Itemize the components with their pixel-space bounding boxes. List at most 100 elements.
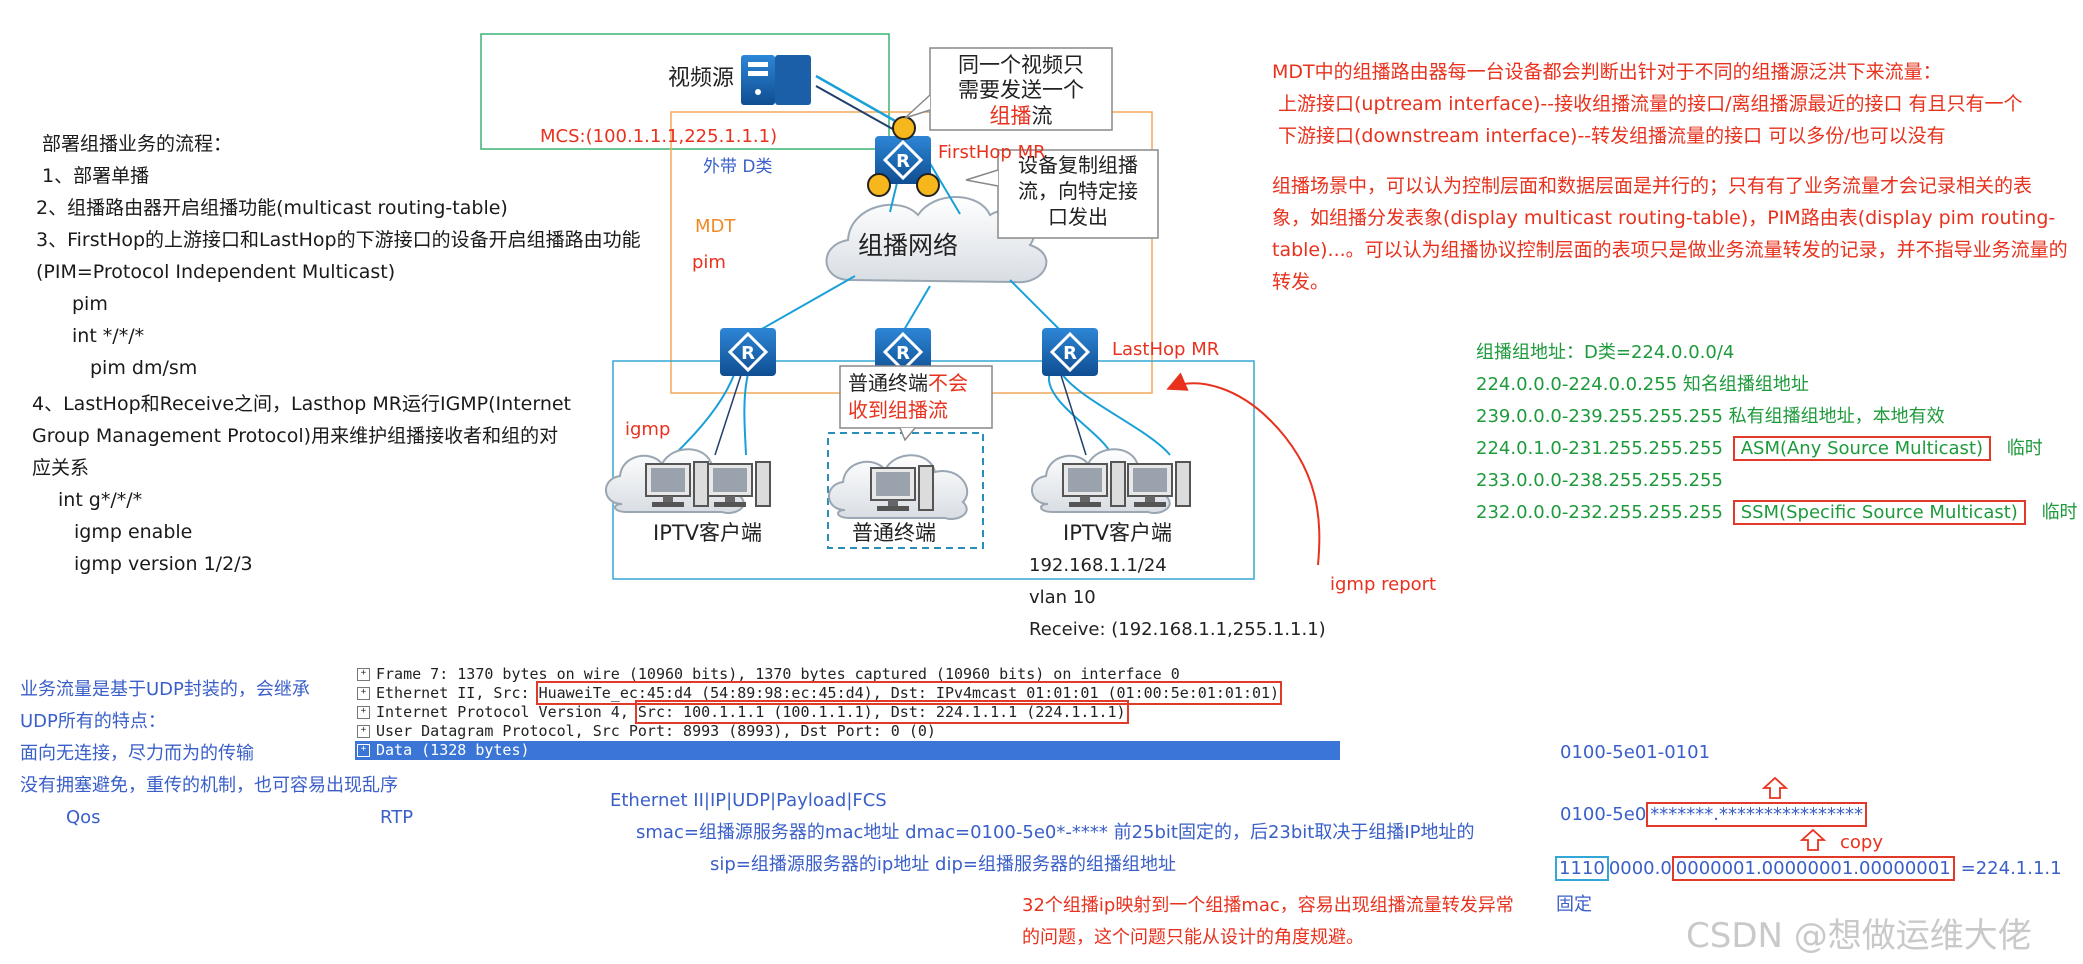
pim-label: pim bbox=[692, 252, 726, 273]
step-line: igmp enable bbox=[74, 521, 193, 543]
step-line: int */*/* bbox=[72, 325, 145, 347]
up-arrow-icon bbox=[1800, 828, 1826, 851]
interface-dots bbox=[867, 116, 940, 197]
expand-icon: + bbox=[357, 725, 370, 738]
frame-smac-line: smac=组播源服务器的mac地址 dmac=0100-5e0*-**** 前2… bbox=[636, 822, 1475, 843]
iptv-right-clients bbox=[1030, 448, 1191, 515]
mdt-label: MDT bbox=[695, 216, 736, 237]
step-line: igmp version 1/2/3 bbox=[74, 553, 253, 575]
lasthop-label: LastHop MR bbox=[1112, 339, 1219, 360]
iptv-left-label: IPTV客户端 bbox=[653, 521, 762, 545]
addr-line: 239.0.0.0-239.255.255.255 私有组播组地址，本地有效 bbox=[1476, 406, 1945, 427]
svg-text:流，向特定接: 流，向特定接 bbox=[1018, 179, 1138, 203]
mdt-para-line: 组播场景中，可以认为控制层面和数据层面是并行的；只有有了业务流量才会记录相关的表 bbox=[1272, 175, 2033, 197]
video-source-label: 视频源 bbox=[668, 66, 734, 91]
frame-format: Ethernet II|IP|UDP|Payload|FCS bbox=[610, 790, 887, 811]
warn-line: 32个组播ip映射到一个组播mac，容易出现组播流量转发异常 bbox=[1022, 895, 1514, 916]
copy-label: copy bbox=[1840, 832, 1883, 853]
mdt-para-line: 转发。 bbox=[1272, 271, 1330, 293]
ssm-box: SSM(Specific Source Multicast) bbox=[1732, 500, 2026, 525]
step-line: 3、FirstHop的上游接口和LastHop的下游接口的设备开启组播路由功能 bbox=[36, 229, 641, 251]
expand-icon: + bbox=[357, 687, 370, 700]
video-server-icon bbox=[741, 55, 811, 105]
step-line: pim bbox=[72, 293, 108, 315]
normal-terminal-label: 普通终端 bbox=[852, 521, 936, 545]
expand-icon: + bbox=[357, 668, 370, 681]
mac-pattern: 0100-5e0*******.**************** bbox=[1560, 800, 1868, 830]
callout-single-stream bbox=[904, 47, 1113, 131]
packet-row-ip[interactable]: +Internet Protocol Version 4, Src: 100.1… bbox=[355, 700, 1340, 724]
warn-line: 的问题，这个问题只能从设计的角度规避。 bbox=[1022, 927, 1364, 948]
step-line: (PIM=Protocol Independent Multicast) bbox=[36, 261, 396, 283]
mdt-note-line3: 下游接口(downstream interface)--转发组播流量的接口 可以… bbox=[1278, 125, 1946, 147]
addr-line: 224.0.0.0-224.0.0.255 知名组播组地址 bbox=[1476, 374, 1809, 395]
step-line: 应关系 bbox=[32, 457, 90, 479]
mac-example: 0100-5e01-0101 bbox=[1560, 742, 1711, 763]
svg-text:组播流: 组播流 bbox=[990, 104, 1053, 128]
mcs-label: MCS:(100.1.1.1,225.1.1.1) bbox=[540, 126, 777, 147]
igmp-report-label: igmp report bbox=[1330, 574, 1436, 595]
qos-label: Qos bbox=[66, 807, 101, 828]
router-letter: R bbox=[741, 343, 755, 364]
router-letter: R bbox=[896, 151, 910, 172]
mac-pattern-box: *******.**************** bbox=[1646, 802, 1868, 827]
step-line: Group Management Protocol)用来维护组播接收者和组的对 bbox=[32, 425, 559, 447]
packet-row-frame[interactable]: +Frame 7: 1370 bytes on wire (10960 bits… bbox=[355, 665, 1340, 684]
source-area-box bbox=[480, 33, 890, 150]
multicast-network-cloud-icon bbox=[825, 196, 1048, 284]
svg-text:同一个视频只: 同一个视频只 bbox=[958, 53, 1084, 77]
expand-icon: + bbox=[357, 744, 370, 757]
svg-text:需要发送一个: 需要发送一个 bbox=[958, 78, 1084, 102]
svg-text:普通终端不会: 普通终端不会 bbox=[848, 371, 968, 395]
mdt-note-line1: MDT中的组播路由器每一台设备都会判断出针对于不同的组播源泛洪下来流量： bbox=[1272, 61, 1942, 83]
steps-title: 部署组播业务的流程： bbox=[42, 133, 233, 155]
frame-sip-line: sip=组播源服务器的ip地址 dip=组播服务器的组播组地址 bbox=[710, 854, 1176, 875]
up-arrow-icon bbox=[1762, 776, 1788, 799]
svg-text:口发出: 口发出 bbox=[1048, 205, 1108, 229]
addr-line-asm: 224.0.1.0-231.255.255.255 ASM(Any Source… bbox=[1476, 436, 2043, 461]
callout-copy-stream bbox=[965, 149, 1159, 239]
callout-normal-terminal bbox=[839, 365, 993, 442]
firsthop-label: FirstHop MR bbox=[938, 142, 1046, 163]
mdt-para-line: 象，如组播分发表象(display multicast routing-tabl… bbox=[1272, 207, 2056, 229]
watermark: CSDN @想做运维大佬 bbox=[1686, 916, 2032, 956]
ip-highlight: Src: 100.1.1.1 (100.1.1.1), Dst: 224.1.1… bbox=[634, 700, 1129, 724]
rtp-label: RTP bbox=[380, 807, 414, 828]
eth-highlight: HuaweiTe_ec:45:d4 (54:89:98:ec:45:d4), D… bbox=[535, 681, 1283, 705]
step-line: int g*/*/* bbox=[58, 489, 143, 511]
packet-row-udp[interactable]: +User Datagram Protocol, Src Port: 8993 … bbox=[355, 722, 1340, 741]
mapped-bits-box: 0000001.00000001.00000001 bbox=[1671, 856, 1955, 881]
packet-row-ethernet[interactable]: +Ethernet II, Src: HuaweiTe_ec:45:d4 (54… bbox=[355, 681, 1340, 705]
receiver-ip-label: 192.168.1.1/24 bbox=[1029, 555, 1167, 576]
cloud-label: 组播网络 bbox=[858, 231, 958, 260]
mdt-note-line2: 上游接口(uptream interface)--接收组播流量的接口/离组播源最… bbox=[1278, 93, 2023, 115]
receive-label: Receive: (192.168.1.1,255.1.1.1) bbox=[1029, 619, 1326, 640]
addr-line-ssm: 232.0.0.0-232.255.255.255 SSM(Specific S… bbox=[1476, 500, 2078, 525]
outer-band-label: 外带 D类 bbox=[703, 157, 773, 177]
addr-line: 组播组地址：D类=224.0.0.0/4 bbox=[1476, 342, 1735, 363]
vlan-label: vlan 10 bbox=[1029, 587, 1096, 608]
igmp-label: igmp bbox=[625, 419, 670, 440]
addr-line: 233.0.0.0-238.255.255.255 bbox=[1476, 470, 1723, 491]
router-letter: R bbox=[896, 343, 910, 364]
step-line: 4、LastHop和Receive之间，Lasthop MR运行IGMP(Int… bbox=[32, 393, 571, 415]
igmp-report-arrow bbox=[1166, 372, 1321, 566]
mdt-para-line: table)...。可以认为组播协议控制层面的表项只是做业务流量转发的记录，并不… bbox=[1272, 239, 2068, 261]
iptv-left-clients bbox=[604, 448, 771, 515]
udp-note-line: 面向无连接，尽力而为的传输 bbox=[20, 743, 254, 764]
expand-icon: + bbox=[357, 706, 370, 719]
udp-note-line: UDP所有的特点： bbox=[20, 711, 166, 732]
iptv-right-label: IPTV客户端 bbox=[1063, 521, 1172, 545]
packet-row-data[interactable]: +Data (1328 bytes) bbox=[355, 741, 1340, 760]
receiver-area-box bbox=[612, 360, 1255, 580]
fixed-label: 固定 bbox=[1556, 894, 1592, 915]
step-line: 2、组播路由器开启组播功能(multicast routing-table) bbox=[36, 197, 508, 219]
svg-text:收到组播流: 收到组播流 bbox=[848, 398, 948, 422]
step-line: 1、部署单播 bbox=[42, 165, 150, 187]
packet-capture-panel: +Frame 7: 1370 bytes on wire (10960 bits… bbox=[355, 665, 1340, 769]
fixed-bits-box: 1110 bbox=[1555, 856, 1609, 881]
svg-text:设备复制组播: 设备复制组播 bbox=[1018, 153, 1138, 177]
udp-note-line: 业务流量是基于UDP封装的，会继承 bbox=[20, 679, 310, 700]
